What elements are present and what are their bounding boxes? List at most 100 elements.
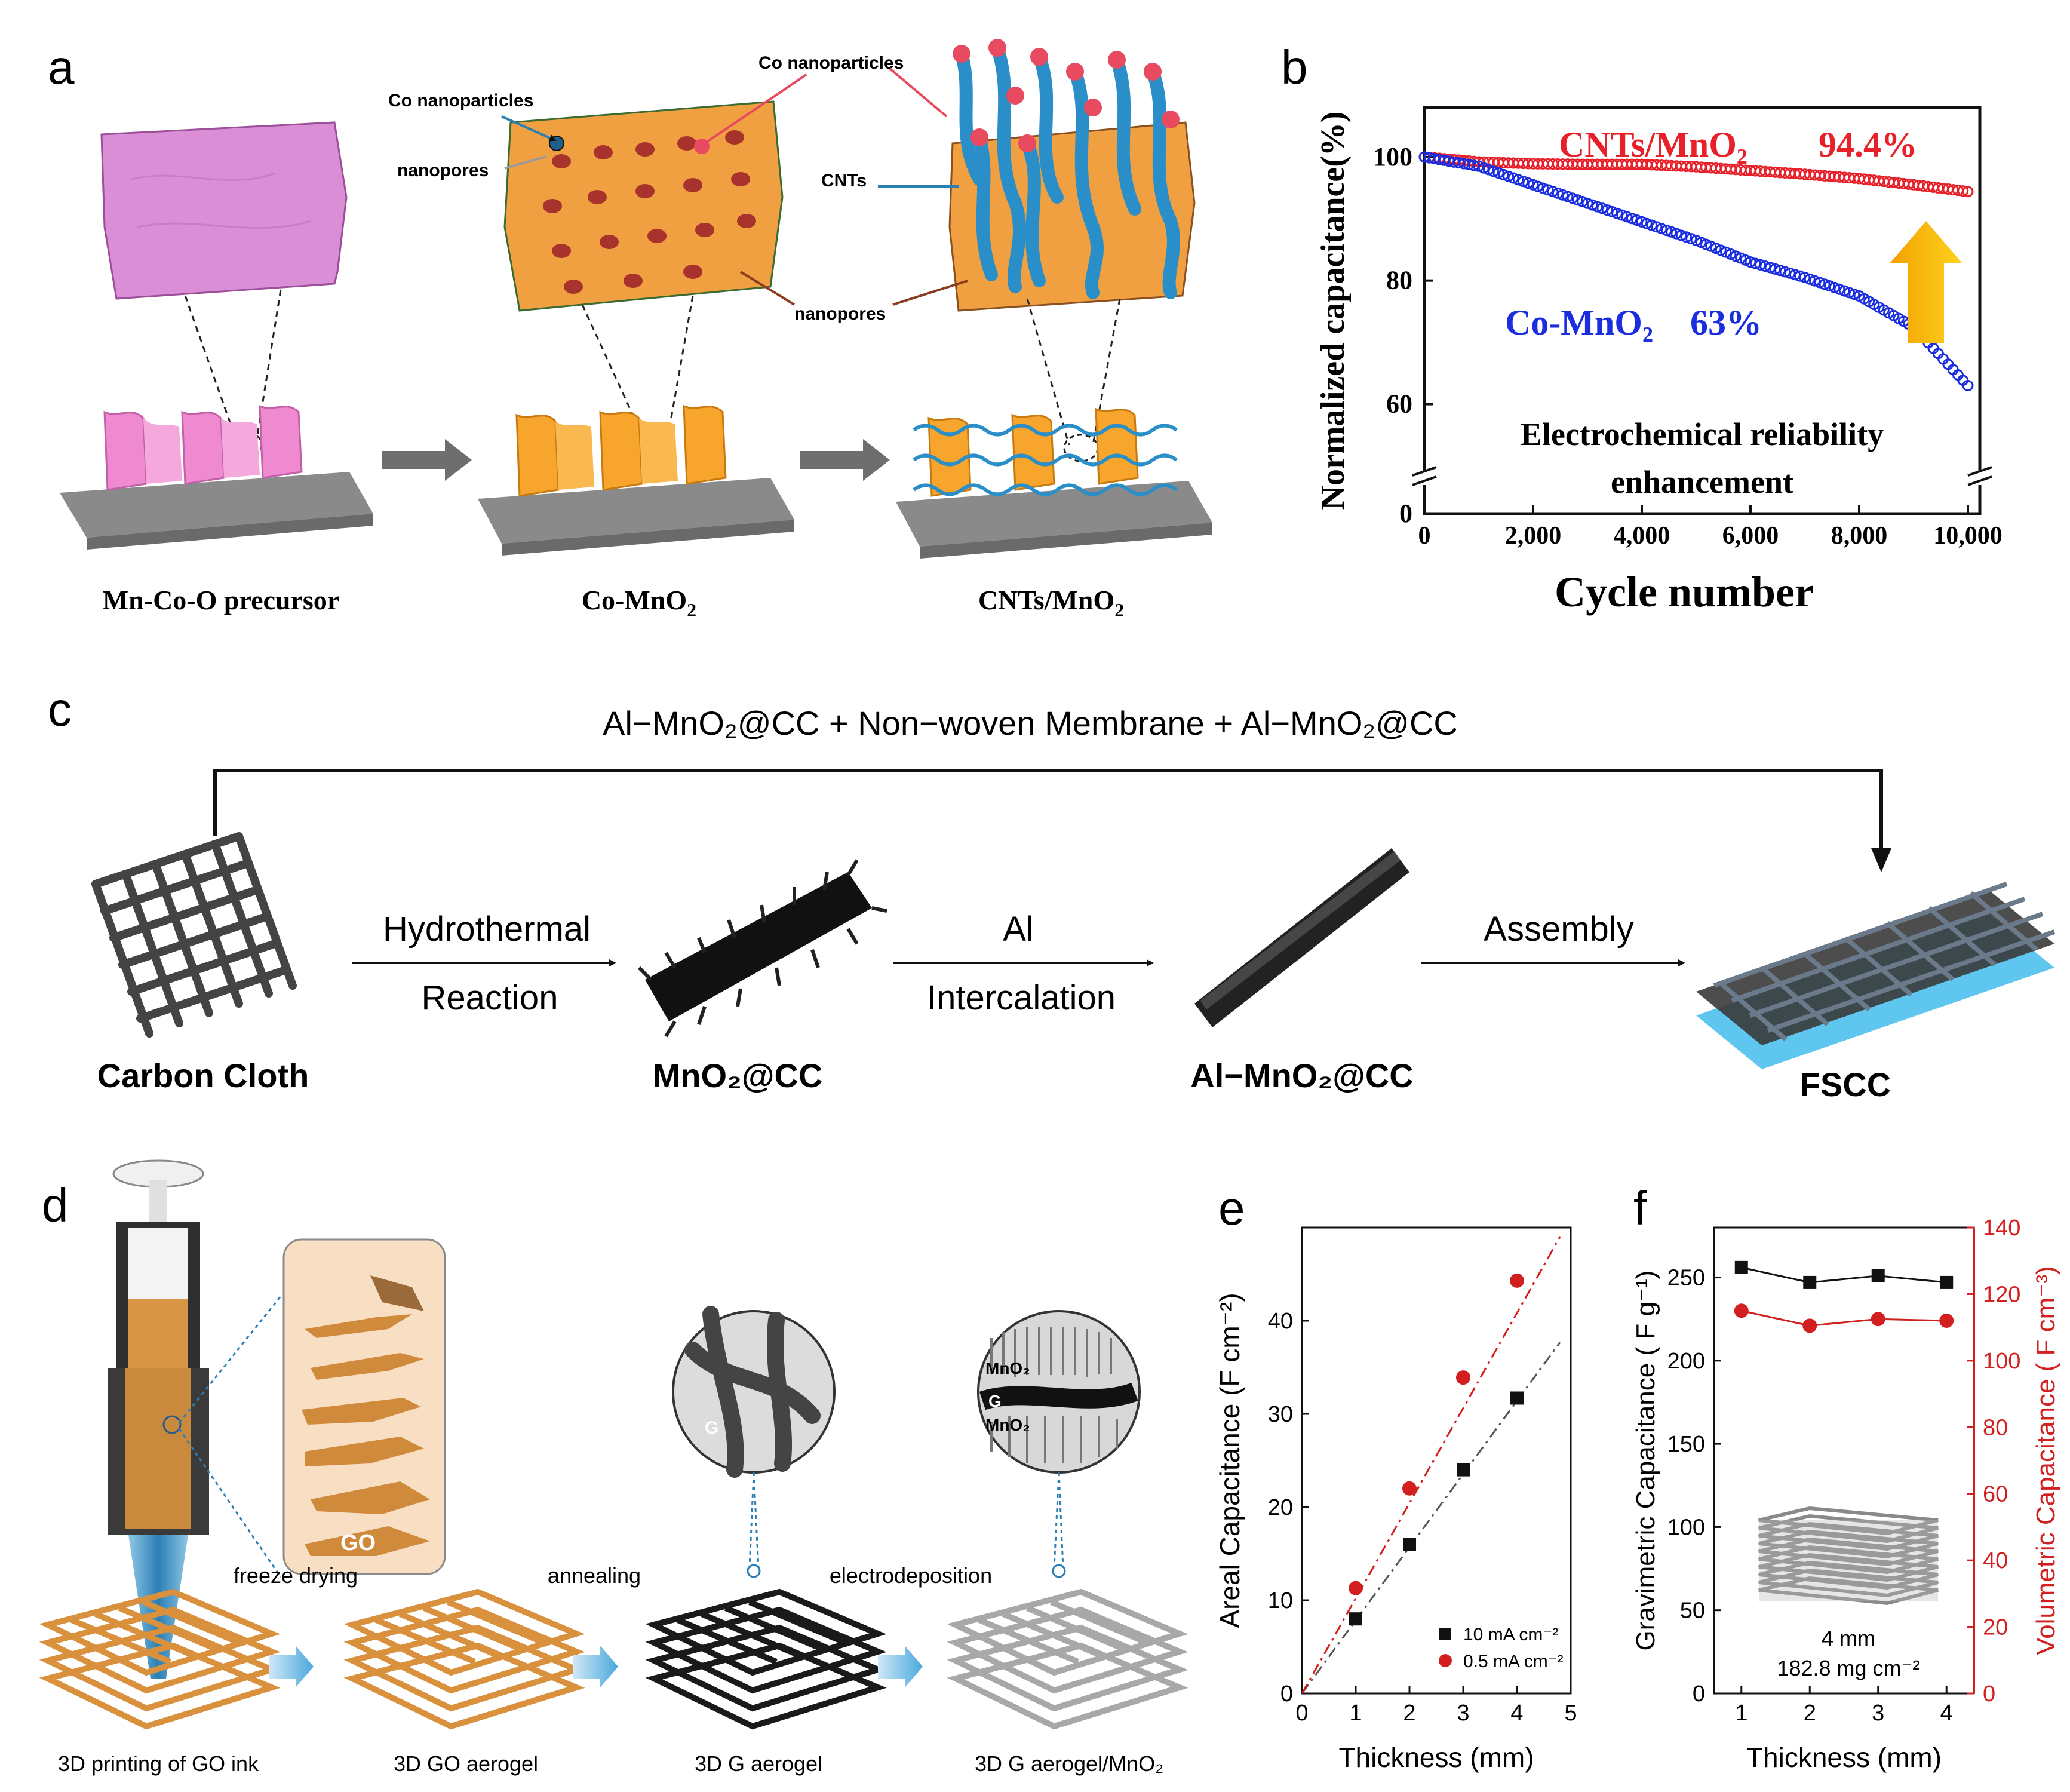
inset-thickness-label: 4 mm <box>1822 1626 1875 1650</box>
inset-label-go: GO <box>340 1530 376 1555</box>
inset-layer <box>1758 1568 1939 1598</box>
inset-label-g2: G <box>988 1392 1002 1410</box>
series-point-1 <box>1705 240 1717 252</box>
series-point-1 <box>1769 263 1781 275</box>
panel-letter-e: e <box>1218 1182 1245 1235</box>
legend-label-05ma: 0.5 mA cm⁻² <box>1463 1652 1564 1671</box>
y-tick-label: 0 <box>1280 1681 1293 1707</box>
axis-break-right <box>1967 466 1992 486</box>
series-point-1 <box>1700 238 1712 250</box>
series-point-1 <box>1715 244 1727 256</box>
annotation-line-2: enhancement <box>1611 464 1793 500</box>
series-point-1 <box>1680 231 1692 243</box>
y-tick-label: 10 <box>1268 1588 1293 1613</box>
step1-line1: Hydrothermal <box>383 910 591 949</box>
series-point-1 <box>1794 270 1806 282</box>
x-axis-title: Thickness (mm) <box>1746 1742 1942 1773</box>
data-point-square <box>1403 1538 1416 1551</box>
series-point-1 <box>1779 266 1791 278</box>
inset-layer <box>1758 1560 1939 1590</box>
cnt-co-tips <box>953 39 1180 152</box>
series-point-1 <box>1492 167 1504 179</box>
x-tick-label: 1 <box>1735 1701 1747 1726</box>
y-tick-label: 80 <box>1386 266 1412 295</box>
inset-layer <box>1758 1576 1939 1606</box>
series-point-1 <box>1666 226 1678 238</box>
series-point-1 <box>1631 214 1643 226</box>
series-point-1 <box>1626 213 1638 225</box>
panel-d: d GO <box>39 1159 1188 1776</box>
al-mno2-cc-illustration <box>1194 848 1409 1027</box>
go-aerogel-lattice <box>343 1588 585 1730</box>
series-point-1 <box>1819 278 1831 290</box>
thickness-inset-illustration <box>1758 1506 1939 1606</box>
series-point-1 <box>1749 257 1761 269</box>
series-point-1 <box>1848 289 1860 300</box>
label-cnts: CNTs <box>821 171 867 191</box>
caption-co-mno2: Co-MnO2 <box>582 585 696 621</box>
inset-layer <box>1758 1506 1939 1536</box>
y-left-tick-label: 200 <box>1667 1349 1705 1374</box>
series-point-1 <box>1720 246 1732 258</box>
series-point-1 <box>1838 285 1850 297</box>
panel-letter-f: f <box>1633 1182 1647 1235</box>
series-point-1 <box>1527 179 1539 191</box>
series-point-1 <box>1789 269 1801 281</box>
series-point-1 <box>1774 265 1786 277</box>
series-point-1 <box>1656 223 1667 235</box>
y-tick-label: 100 <box>1373 142 1412 171</box>
series-point-1 <box>1730 250 1742 262</box>
series-point-0 <box>1957 185 1969 197</box>
inset-layer <box>1758 1552 1939 1582</box>
series-point-1 <box>1695 237 1707 248</box>
substrate-co-mno2 <box>478 404 794 556</box>
data-point-square <box>1734 1260 1748 1274</box>
inset-body <box>1759 1520 1938 1601</box>
x-tick-label: 8,000 <box>1831 522 1888 550</box>
inset-layer <box>1758 1529 1939 1559</box>
series-point-1 <box>1616 209 1628 221</box>
legend-marker-10ma <box>1439 1628 1451 1640</box>
flow-arrow-1 <box>269 1646 314 1687</box>
series-point-1 <box>1745 256 1756 268</box>
series-point-1 <box>1651 221 1663 233</box>
data-point-square <box>1940 1275 1954 1289</box>
x-tick-label: 4,000 <box>1614 522 1670 550</box>
data-point-square <box>1457 1463 1470 1477</box>
y-left-tick-label: 150 <box>1667 1432 1705 1457</box>
name-al-mno2-cc: Al−MnO₂@CC <box>1190 1057 1414 1094</box>
y-left-tick-label: 50 <box>1680 1598 1705 1624</box>
mno2-cc-illustration <box>637 859 887 1038</box>
inset-label-g: G <box>705 1418 718 1438</box>
flow-arrow-3 <box>878 1646 923 1687</box>
series-point-1 <box>1468 159 1480 171</box>
series-point-1 <box>1567 192 1578 204</box>
caption-g-aerogel: 3D G aerogel <box>695 1751 822 1776</box>
series-point-1 <box>1596 202 1608 214</box>
flow-arrow-2 <box>573 1646 618 1687</box>
y-right-tick-label: 60 <box>1983 1482 2008 1507</box>
series-point-1 <box>1503 170 1515 182</box>
y-tick-label: 30 <box>1268 1402 1293 1427</box>
series-point-1 <box>1601 204 1613 216</box>
data-point-circle <box>1939 1314 1954 1328</box>
x-tick-label: 4 <box>1510 1701 1523 1726</box>
series-point-1 <box>1586 199 1598 211</box>
data-point-square <box>1510 1391 1524 1405</box>
fit-line-1 <box>1301 1236 1561 1694</box>
assembly-bracket <box>213 769 1883 848</box>
x-tick-label: 3 <box>1457 1701 1469 1726</box>
series-line-1 <box>1741 1309 1947 1327</box>
inset-layer <box>1758 1537 1939 1567</box>
step2-line2: Intercalation <box>927 978 1116 1017</box>
series-point-1 <box>1670 228 1682 240</box>
step-annealing: annealing <box>548 1563 641 1588</box>
series-point-1 <box>1497 168 1509 180</box>
data-point-square <box>1803 1275 1817 1289</box>
panel-letter-b: b <box>1281 41 1308 94</box>
series-point-1 <box>1621 211 1633 223</box>
series-point-1 <box>1690 234 1702 246</box>
label-nanopores-left: nanopores <box>397 161 489 180</box>
inset-layer <box>1758 1545 1939 1575</box>
